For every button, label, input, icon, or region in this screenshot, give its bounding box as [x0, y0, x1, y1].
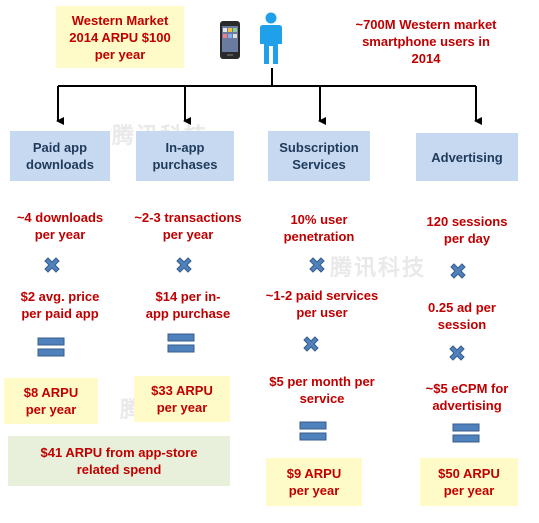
- equals-icon: [299, 420, 327, 442]
- category-subscription-services: Subscription Services: [268, 131, 370, 181]
- step-avg-price: $2 avg. price per paid app: [20, 289, 100, 321]
- result-advertising-arpu: $50 ARPU per year: [420, 458, 518, 506]
- western-market-arpu-box: Western Market 2014 ARPU $100 per year: [56, 6, 184, 68]
- users-note: ~700M Western market smartphone users in…: [355, 17, 497, 66]
- multiply-icon: [300, 333, 322, 355]
- multiply-icon: [446, 342, 468, 364]
- step-user-penetration: 10% user penetration: [283, 212, 355, 244]
- result-in-app-arpu: $33 ARPU per year: [134, 376, 230, 422]
- category-paid-app-downloads: Paid app downloads: [10, 131, 110, 181]
- step-downloads-per-year: ~4 downloads per year: [16, 210, 104, 242]
- equals-icon: [167, 332, 195, 354]
- step-price-per-purchase: $14 per in- app purchase: [145, 289, 231, 321]
- step-ecpm: ~$5 eCPM for advertising: [425, 381, 509, 413]
- equals-icon: [37, 336, 65, 358]
- step-ads-per-session: 0.25 ad per session: [428, 300, 496, 332]
- result-subscription-arpu: $9 ARPU per year: [266, 458, 362, 506]
- multiply-icon: [41, 254, 63, 276]
- multiply-icon: [173, 254, 195, 276]
- step-price-per-month: $5 per month per service: [269, 374, 375, 406]
- smartphone-icon: [219, 20, 241, 60]
- category-in-app-purchases: In-app purchases: [136, 131, 234, 181]
- person-icon: [258, 12, 284, 66]
- step-sessions-per-day: 120 sessions per day: [426, 214, 508, 246]
- multiply-icon: [306, 254, 328, 276]
- multiply-icon: [447, 260, 469, 282]
- watermark-text: 腾讯科技: [330, 256, 427, 281]
- app-store-total-arpu: $41 ARPU from app-store related spend: [8, 436, 230, 486]
- step-paid-services-per-user: ~1-2 paid services per user: [265, 288, 379, 320]
- equals-icon: [452, 422, 480, 444]
- result-paid-app-arpu: $8 ARPU per year: [4, 378, 98, 424]
- category-advertising: Advertising: [416, 133, 518, 181]
- step-transactions-per-year: ~2-3 transactions per year: [134, 210, 242, 242]
